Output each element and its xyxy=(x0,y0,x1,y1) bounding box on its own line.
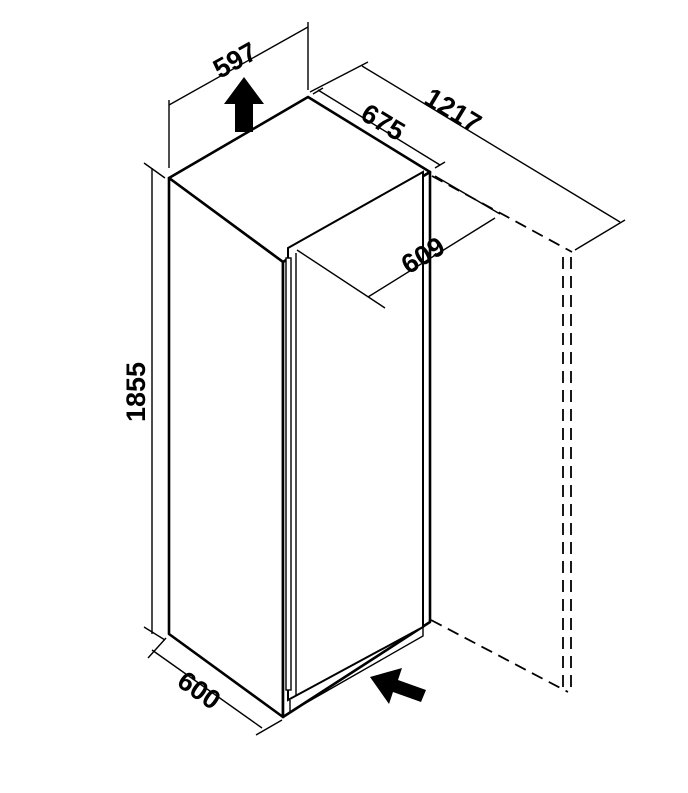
fridge-side-face xyxy=(167,176,285,719)
dimension-label-1217: 1217 xyxy=(419,82,486,139)
door-handle xyxy=(285,257,292,691)
arrow-left-icon xyxy=(370,668,426,704)
door-open-clearance-outline xyxy=(430,175,573,693)
dimension-label-600: 600 xyxy=(172,665,226,715)
arrow-up-icon xyxy=(224,77,264,132)
dimension-label-597: 597 xyxy=(208,36,262,84)
fridge-plinth xyxy=(289,627,424,714)
dimension-1855: 1855 xyxy=(121,162,166,641)
fridge-body xyxy=(167,95,432,719)
dimension-label-1855: 1855 xyxy=(121,362,151,422)
